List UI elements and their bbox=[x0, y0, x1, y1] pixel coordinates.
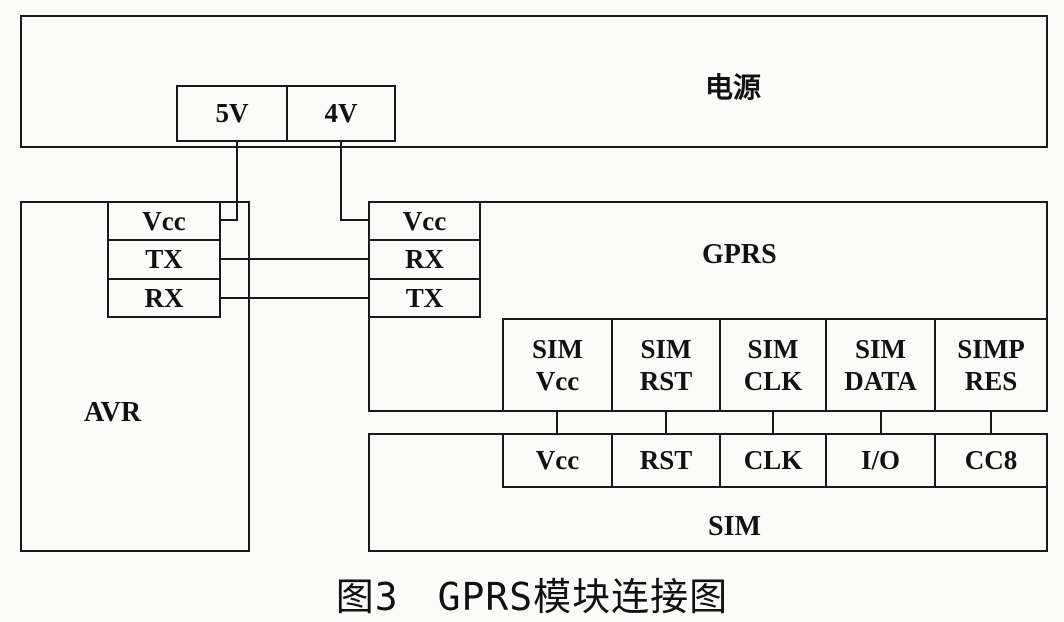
avr-vcc-pin: Vcc bbox=[107, 201, 221, 241]
power-4v-terminal: 4V bbox=[286, 85, 396, 142]
sim-pin-label: RST bbox=[639, 445, 693, 476]
avr-rx-pin-label: RX bbox=[144, 282, 184, 313]
sim-pin-label: I/O bbox=[860, 445, 900, 476]
wire-5v-horizontal bbox=[220, 219, 238, 221]
sim-vcc-pin: Vcc bbox=[502, 433, 613, 488]
wire-sim-clk bbox=[772, 411, 774, 434]
gprs-vcc-pin: Vcc bbox=[368, 201, 481, 241]
avr-rx-pin: RX bbox=[107, 278, 221, 318]
power-5v-label: 5V bbox=[215, 98, 249, 129]
wire-sim-rst bbox=[665, 411, 667, 434]
pin-label-line1: SIMP bbox=[957, 333, 1025, 364]
pin-label-line2: RES bbox=[964, 366, 1018, 396]
pin-label-line1: SIM bbox=[640, 333, 692, 364]
sim-cc8-pin: CC8 bbox=[934, 433, 1048, 488]
wire-sim-cc8 bbox=[990, 411, 992, 434]
gprs-tx-pin: TX bbox=[368, 278, 481, 318]
power-5v-terminal: 5V bbox=[176, 85, 288, 142]
wire-sim-vcc bbox=[556, 411, 558, 434]
sim-pin-label: CC8 bbox=[964, 445, 1018, 476]
avr-vcc-pin-label: Vcc bbox=[142, 205, 186, 236]
sim-label: SIM bbox=[708, 511, 761, 542]
wire-5v-vertical bbox=[236, 142, 238, 221]
pin-label-line1: SIM bbox=[747, 333, 799, 364]
avr-tx-pin-label: TX bbox=[145, 244, 183, 275]
power-supply-label: 电源 bbox=[705, 73, 762, 104]
wire-avr-rx-to-gprs-tx bbox=[220, 297, 370, 299]
gprs-vcc-pin-label: Vcc bbox=[402, 205, 447, 236]
wire-sim-io bbox=[880, 411, 882, 434]
pin-label-line2: RST bbox=[639, 366, 693, 396]
sim-clk-pin: CLK bbox=[719, 433, 827, 488]
power-supply-block bbox=[20, 15, 1048, 148]
power-4v-label: 4V bbox=[324, 98, 358, 129]
wire-4v-horizontal bbox=[340, 219, 370, 221]
wire-avr-tx-to-gprs-rx bbox=[220, 258, 370, 260]
avr-label: AVR bbox=[84, 397, 142, 428]
gprs-label: GPRS bbox=[702, 239, 777, 270]
pin-label-line1: SIM bbox=[854, 333, 906, 364]
figure-caption: 图3 GPRS模块连接图 bbox=[335, 575, 729, 619]
sim-rst-pin: RST bbox=[611, 433, 721, 488]
gprs-rx-pin-label: RX bbox=[405, 244, 444, 275]
sim-pin-label: CLK bbox=[743, 445, 803, 476]
gprs-tx-pin-label: TX bbox=[405, 282, 444, 313]
sim-io-pin: I/O bbox=[825, 433, 936, 488]
gprs-rx-pin: RX bbox=[368, 239, 481, 280]
pin-label-line1: SIM bbox=[531, 333, 583, 364]
pin-label-line2: Vcc bbox=[535, 366, 580, 396]
wire-4v-vertical bbox=[340, 142, 342, 221]
avr-tx-pin: TX bbox=[107, 239, 221, 280]
pin-label-line2: CLK bbox=[743, 366, 803, 396]
pin-label-line2: DATA bbox=[844, 366, 917, 396]
sim-pin-label: Vcc bbox=[535, 445, 580, 476]
